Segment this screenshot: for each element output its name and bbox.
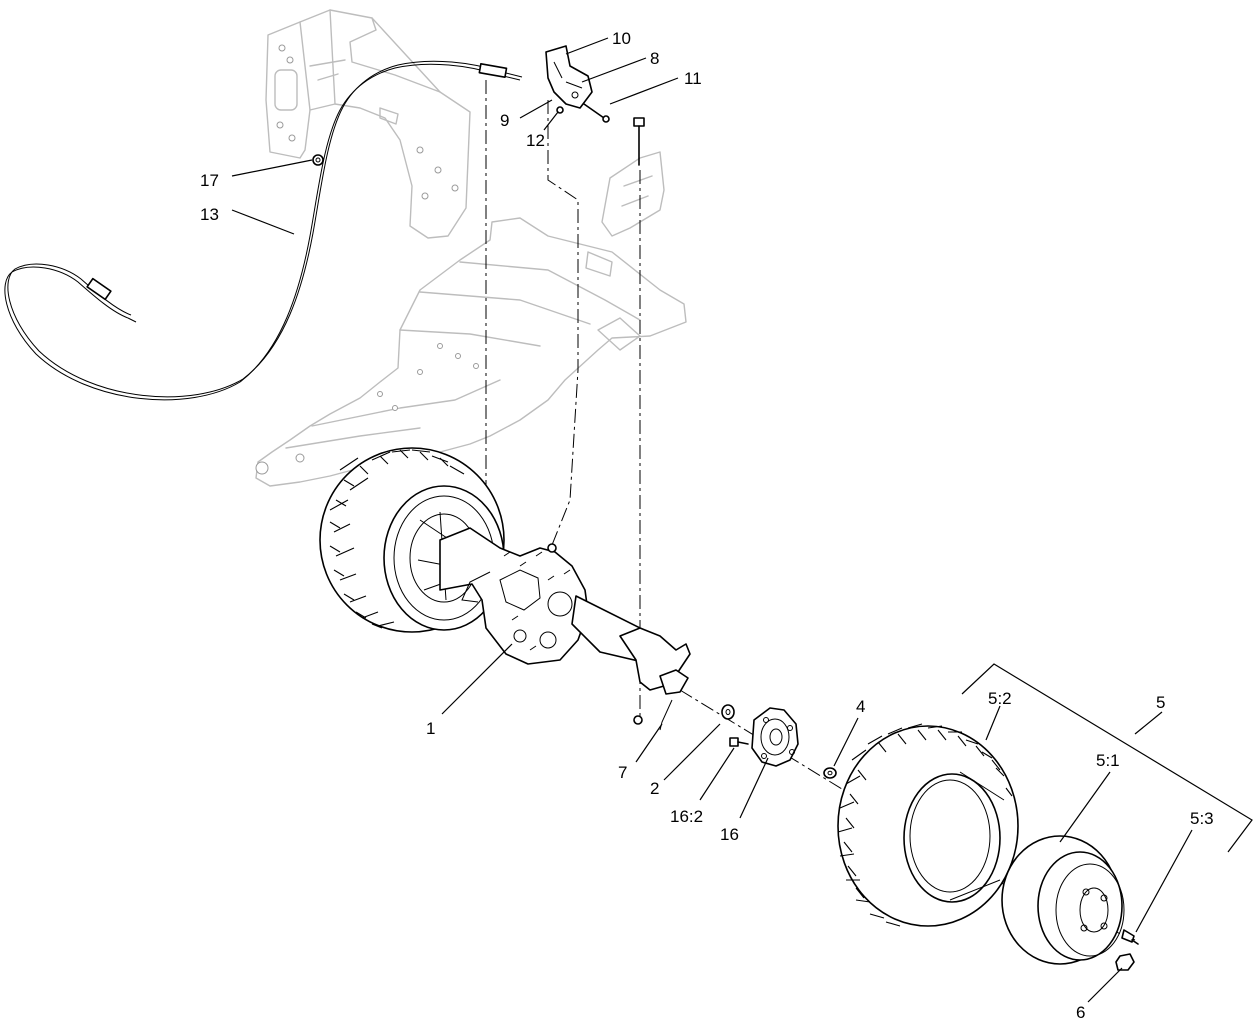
callout-5: 5 (1156, 693, 1165, 712)
callout-7: 7 (618, 763, 627, 782)
hub-stud (729, 737, 749, 747)
callout-17: 17 (200, 171, 219, 190)
callout-16-2: 16:2 (670, 807, 703, 826)
callout-2: 2 (650, 779, 659, 798)
callout-12: 12 (526, 131, 545, 150)
transaxle (439, 527, 691, 725)
washer (721, 704, 735, 720)
flat-washer (823, 767, 837, 779)
callout-10: 10 (612, 29, 631, 48)
callout-8: 8 (650, 49, 659, 68)
callout-9: 9 (500, 111, 509, 130)
cable-bracket (545, 45, 593, 109)
callout-6: 6 (1076, 1003, 1085, 1022)
callout-5-2: 5:2 (988, 689, 1012, 708)
callout-5-3: 5:3 (1190, 809, 1214, 828)
small-nut (556, 106, 564, 114)
callout-13: 13 (200, 205, 219, 224)
ghost-bracket (601, 151, 665, 237)
cotter-pin (659, 699, 673, 731)
ghost-chassis-frame (255, 217, 687, 487)
assembly-lines (485, 80, 1136, 941)
callout-4: 4 (856, 697, 865, 716)
leader-lines (231, 37, 1193, 1003)
callout-labels: 10 8 11 9 12 17 13 1 7 2 16:2 16 4 5:2 5… (200, 29, 1214, 1022)
right-tire (837, 723, 1019, 927)
lug-nut (1115, 953, 1135, 971)
long-bolt (633, 117, 645, 166)
assembly-group-bracket (961, 663, 1253, 853)
valve-stem (1121, 929, 1139, 945)
control-cable (4, 60, 523, 401)
callout-5-1: 5:1 (1096, 751, 1120, 770)
wheel-rim (1001, 835, 1125, 965)
callout-11: 11 (684, 69, 702, 88)
cable-clip (312, 154, 324, 166)
ghost-frame-plate (265, 9, 471, 239)
wheel-hub (751, 707, 799, 767)
callout-1: 1 (426, 719, 435, 738)
callout-16: 16 (720, 825, 739, 844)
bracket-bolt (583, 103, 610, 123)
